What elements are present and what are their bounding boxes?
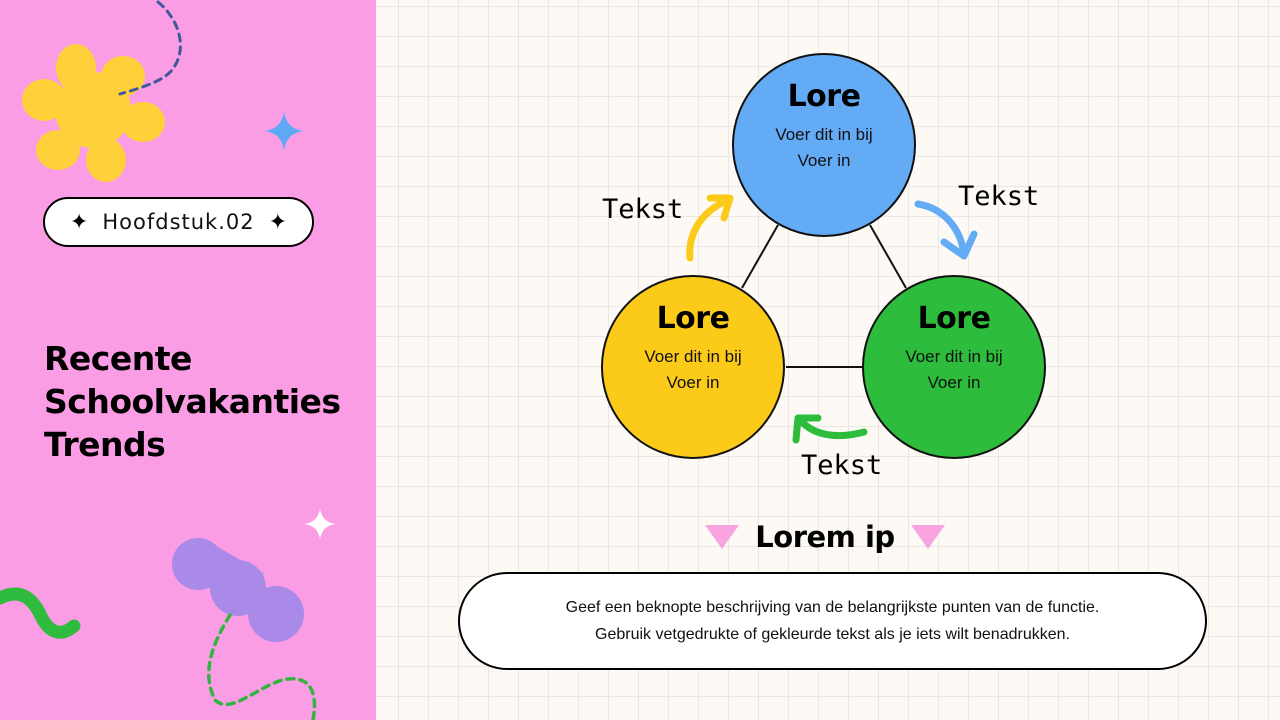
title-line: Trends <box>44 425 166 464</box>
blob-decoration-icon <box>172 538 304 642</box>
node-text: Voer in <box>797 151 851 170</box>
star-icon: ✦ <box>69 209 89 234</box>
title-line: Recente <box>44 339 192 378</box>
node-title: Lore <box>656 301 730 336</box>
curved-arrow-green-icon <box>792 414 868 444</box>
diagram-node-left: Lore Voer dit in bij Voer in <box>601 275 785 459</box>
triangle-marker-icon <box>910 525 945 549</box>
node-text: Voer dit in bij <box>775 125 873 144</box>
section-heading: Lorem ip <box>700 520 950 554</box>
node-title: Lore <box>917 301 991 336</box>
dashed-line-decoration-icon <box>207 613 317 720</box>
sparkle-white-icon <box>304 508 336 540</box>
node-text: Voer dit in bij <box>905 347 1003 366</box>
arrow-label: Tekst <box>958 181 1040 212</box>
chapter-label: Hoofdstuk.02 <box>102 210 255 234</box>
description-box: Geef een beknopte beschrijving van de be… <box>458 572 1207 670</box>
star-icon: ✦ <box>268 209 288 234</box>
node-text: Voer in <box>666 373 720 392</box>
sparkle-blue-icon <box>264 111 304 151</box>
curved-arrow-yellow-icon <box>686 194 734 262</box>
node-text: Voer dit in bij <box>644 347 742 366</box>
arrow-label: Tekst <box>801 450 883 481</box>
title-line: Schoolvakanties <box>44 382 341 421</box>
section-title: Lorem ip <box>755 520 895 554</box>
page-title: Recente Schoolvakanties Trends <box>44 337 341 466</box>
arrow-label: Tekst <box>602 194 684 225</box>
diagram-node-right: Lore Voer dit in bij Voer in <box>862 275 1046 459</box>
diagram-node-top: Lore Voer dit in bij Voer in <box>732 53 916 237</box>
node-text: Voer in <box>927 373 981 392</box>
chapter-badge: ✦ Hoofdstuk.02 ✦ <box>43 197 314 247</box>
triangle-marker-icon <box>705 525 740 549</box>
description-line: Geef een beknopte beschrijving van de be… <box>565 599 1100 616</box>
curved-arrow-blue-icon <box>914 200 978 260</box>
node-title: Lore <box>787 79 861 114</box>
sidebar-panel: ✦ Hoofdstuk.02 ✦ Recente Schoolvakanties… <box>0 0 376 720</box>
description-line: Gebruik vetgedrukte of gekleurde tekst a… <box>595 626 1070 643</box>
dashed-line-decoration-icon <box>118 0 182 96</box>
flower-decoration-icon <box>22 44 165 182</box>
squiggle-decoration-icon <box>0 587 81 639</box>
